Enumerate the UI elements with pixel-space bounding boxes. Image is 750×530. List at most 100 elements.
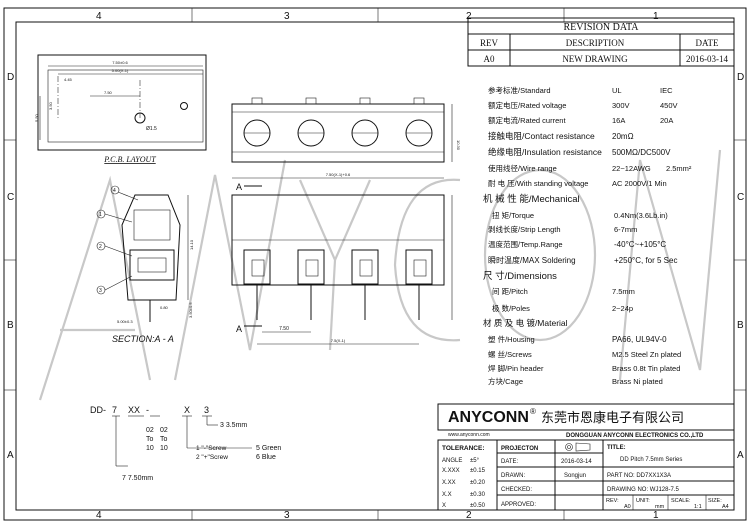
spec-label: 温度范围/Temp.Range — [488, 239, 563, 249]
code-option: 3 — [204, 405, 209, 415]
callout: 2 — [99, 244, 102, 250]
col-label: 2 — [466, 510, 472, 521]
spec-value: IEC — [660, 86, 673, 95]
section-caption: SECTION:A - A — [112, 334, 174, 344]
row-label: C — [737, 192, 744, 203]
spec-value: UL — [612, 86, 622, 95]
date-value: 2016-03-14 — [686, 54, 728, 64]
spec-label: 接触电阻/Contact resistance — [488, 131, 595, 141]
scale-label: SCALE: — [671, 498, 691, 504]
spec-label: 瞬时温度/MAX Soldering — [488, 255, 576, 265]
rev-value: A0 — [624, 504, 631, 510]
spec-value: 20A — [660, 116, 673, 125]
spec-value: 7.5mm — [612, 287, 635, 296]
spec-value: 20mΩ — [612, 132, 634, 141]
color-option: 5 Green — [256, 445, 281, 452]
outer-border — [3, 7, 747, 521]
title-value: DD Pitch 7.5mm Series — [620, 457, 682, 463]
projection-symbol-icon — [565, 442, 591, 452]
part-code: DD- 7 XX - X 3 3 3.5mm 02 To 10 02 To 10… — [90, 405, 281, 482]
callout: 3 — [99, 288, 102, 294]
scale-value: 1:1 — [694, 504, 702, 510]
poles-range: 02 — [146, 427, 154, 434]
pcb-dim: 7.50 — [104, 90, 113, 95]
drawn-value: Songjun — [564, 473, 586, 479]
height-dim: 10.30 — [456, 140, 461, 151]
spec-value: 2~24p — [612, 304, 633, 313]
spec-value: 6-7mm — [614, 225, 637, 234]
col-label: 4 — [96, 510, 102, 521]
description-header: DESCRIPTION — [566, 38, 625, 48]
row-label: B — [737, 320, 744, 331]
width-dim: 7.50(X-1)+0.6 — [326, 172, 351, 177]
tolerance-value: ±0.30 — [470, 492, 486, 498]
poles-range: 02 — [160, 427, 168, 434]
pcb-dim: 5.50 — [34, 113, 39, 122]
pin-dim: 3.50±0.5 — [188, 302, 193, 318]
pcb-dim: Ø1.5 — [146, 126, 157, 132]
rev-value: A0 — [484, 54, 495, 64]
rev-header: REV — [480, 38, 499, 48]
company-block: ANYCONN ® 东莞市恩康电子有限公司 DONGGUAN ANYCONN E… — [437, 403, 735, 439]
spec-label: 使用线径/Wire range — [488, 163, 557, 173]
poles-range: 10 — [160, 445, 168, 452]
spec-label: 额定电压/Rated voltage — [488, 100, 566, 110]
date-value: 2016-03-14 — [561, 459, 592, 465]
company-en-name: DONGGUAN ANYCONN ELECTRONICS CO.,LTD — [566, 433, 704, 439]
spec-value: -40°C~+105°C — [614, 240, 666, 249]
approved-label: APPROVED: — [501, 502, 536, 508]
option-3: 3 3.5mm — [220, 422, 247, 429]
code-poles: XX — [128, 405, 140, 415]
row-label: A — [7, 450, 14, 461]
spec-value: 22~12AWG — [612, 164, 651, 173]
anyconn-watermark — [38, 149, 722, 401]
registered-mark: ® — [530, 407, 536, 416]
spec-label: 额定电流/Rated current — [488, 115, 566, 125]
unit-value: mm — [655, 504, 665, 510]
spec-value: 2.5mm² — [666, 164, 692, 173]
spec-label: 绝缘电阻/Insulation resistance — [488, 147, 602, 157]
pcb-dim: 3.50 — [48, 101, 53, 110]
section-arrow-label: A — [236, 324, 242, 334]
drawing-number: DRAWING NO: WJ128-7.5 — [607, 487, 679, 493]
tolerance-key: X.X — [442, 492, 452, 498]
code-prefix: DD- — [90, 405, 106, 415]
date-header: DATE — [696, 38, 719, 48]
pcb-dim: 5.00(X-1) — [112, 68, 129, 73]
poles-range: To — [160, 436, 168, 443]
tolerance-label: TOLERANCE: — [442, 445, 485, 452]
row-label: C — [7, 192, 14, 203]
poles-range: To — [146, 436, 154, 443]
poles-range: 10 — [146, 445, 154, 452]
spec-list: 参考标准/Standard UL IEC 额定电压/Rated voltage … — [483, 85, 692, 386]
pitch-option: 7 7.50mm — [122, 475, 153, 482]
pcb-dim: 7.50±0.6 — [112, 60, 128, 65]
spec-label: 剥线长度/Strip Length — [488, 224, 561, 234]
spec-value: 16A — [612, 116, 625, 125]
tolerance-key: X.XX — [442, 480, 456, 486]
screw-option: 2 "+"Screw — [196, 454, 228, 461]
description-value: NEW DRAWING — [562, 54, 628, 64]
callout: 1 — [99, 212, 102, 218]
spec-label: 参考标准/Standard — [488, 85, 551, 95]
col-label: 2 — [466, 11, 472, 22]
row-label: B — [7, 320, 14, 331]
size-value: A4 — [722, 504, 729, 510]
company-cn-name: 东莞市恩康电子有限公司 — [541, 410, 684, 425]
spec-value: PA66, UL94V-0 — [612, 335, 667, 344]
spec-label: 方块/Cage — [488, 376, 523, 386]
spec-label: 螺 丝/Screws — [488, 349, 532, 359]
spec-label: 扭 矩/Torque — [492, 210, 534, 220]
spec-value: 500MΩ/DC500V — [612, 148, 671, 157]
spec-value: +250°C, for 5 Sec — [614, 256, 677, 265]
code-screw: X — [184, 405, 190, 415]
spec-heading: 机 械 性 能/Mechanical — [483, 193, 580, 205]
callout: 4 — [113, 188, 116, 194]
section-view: 4 1 2 3 14.10 3.50±0.5 0.80 5.00±0.3 SEC… — [96, 185, 194, 344]
col-label: 3 — [284, 510, 290, 521]
front-view: 7.50(X-1)+0.6 A A 7.50 7.5(X-1) — [231, 172, 453, 345]
total-pitch-dim: 7.5(X-1) — [331, 338, 346, 343]
tolerance-value: ±0.50 — [470, 503, 486, 509]
spec-value: M2.5 Steel Zn plated — [612, 350, 681, 359]
